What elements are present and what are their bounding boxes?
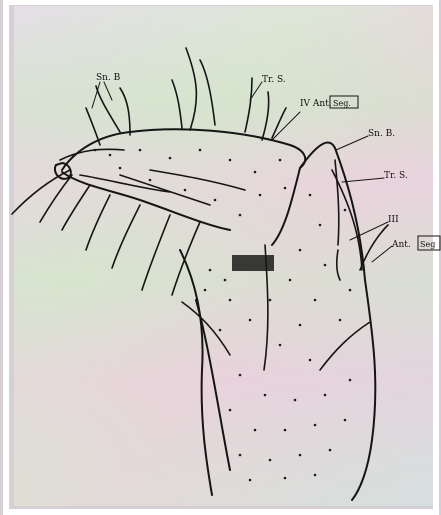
label-sn-b-right: Sn. B.: [368, 129, 395, 139]
paper-color-bands: [14, 6, 434, 506]
label-seg-top: Seg.: [333, 99, 351, 108]
label-iii: III: [388, 215, 399, 225]
sensory-organ-patch: [232, 255, 274, 271]
label-seg-bottom: Seg: [420, 240, 435, 249]
label-tr-s-top: Tr. S.: [262, 75, 286, 85]
label-sn-b-left: Sn. B: [96, 73, 121, 83]
label-ant: Ant.: [391, 240, 411, 250]
label-iv-ant: IV Ant.: [300, 99, 332, 109]
label-tr-s-right: Tr. S.: [384, 171, 408, 181]
